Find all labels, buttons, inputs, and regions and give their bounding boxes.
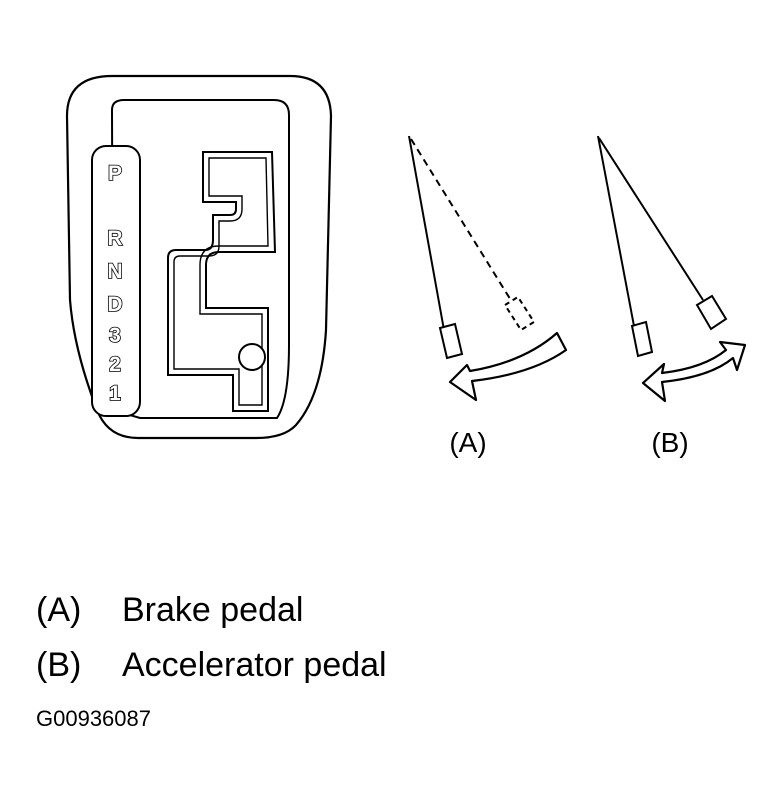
shift-position-p: P <box>108 162 122 185</box>
accelerator-pedal-arm-released <box>597 135 635 327</box>
legend-text: Accelerator pedal <box>122 646 387 684</box>
housing-outer-bezel <box>65 74 333 440</box>
brake-pedal-figure: (A) <box>408 135 568 458</box>
accelerator-pedal-pad-pressed <box>695 294 728 331</box>
shift-position-1: 1 <box>109 382 121 405</box>
shift-gate-inner <box>173 157 269 406</box>
shift-position-3: 3 <box>109 324 121 347</box>
brake-pedal-arm-pressed <box>410 138 513 303</box>
accelerator-pedal-figure: (B) <box>597 135 747 458</box>
legend-key: (A) <box>36 591 82 629</box>
accelerator-pedal-pad-released <box>630 320 654 358</box>
brake-pedal-pad-pressed <box>503 295 536 332</box>
accelerator-pedal-arm-pressed <box>598 137 704 301</box>
shift-lever-housing: P R N D 3 2 1 <box>65 74 333 440</box>
housing-inner-bezel <box>110 99 290 419</box>
figure-code: G00936087 <box>36 706 151 731</box>
shift-lever-knob <box>238 343 266 371</box>
legend-key: (B) <box>36 646 82 684</box>
accelerator-double-arrow <box>641 340 747 403</box>
shift-position-r: R <box>107 227 122 250</box>
legend-text: Brake pedal <box>122 591 304 629</box>
shift-position-n: N <box>107 260 122 283</box>
figure-a-label: (A) <box>449 427 486 458</box>
shift-position-d: D <box>107 293 122 316</box>
brake-pedal-pad-released <box>438 322 464 360</box>
figure-b-label: (B) <box>651 427 688 458</box>
brake-pedal-arm-released <box>408 135 445 331</box>
shift-gate-outer <box>167 151 277 412</box>
shift-position-labels: P R N D 3 2 1 <box>107 161 124 406</box>
position-indicator-strip <box>91 145 141 417</box>
legend-item-brake: (A) Brake pedal <box>36 590 303 630</box>
legend-item-accelerator: (B) Accelerator pedal <box>36 645 387 685</box>
shift-position-2: 2 <box>109 353 121 376</box>
brake-press-arrow <box>448 331 568 402</box>
